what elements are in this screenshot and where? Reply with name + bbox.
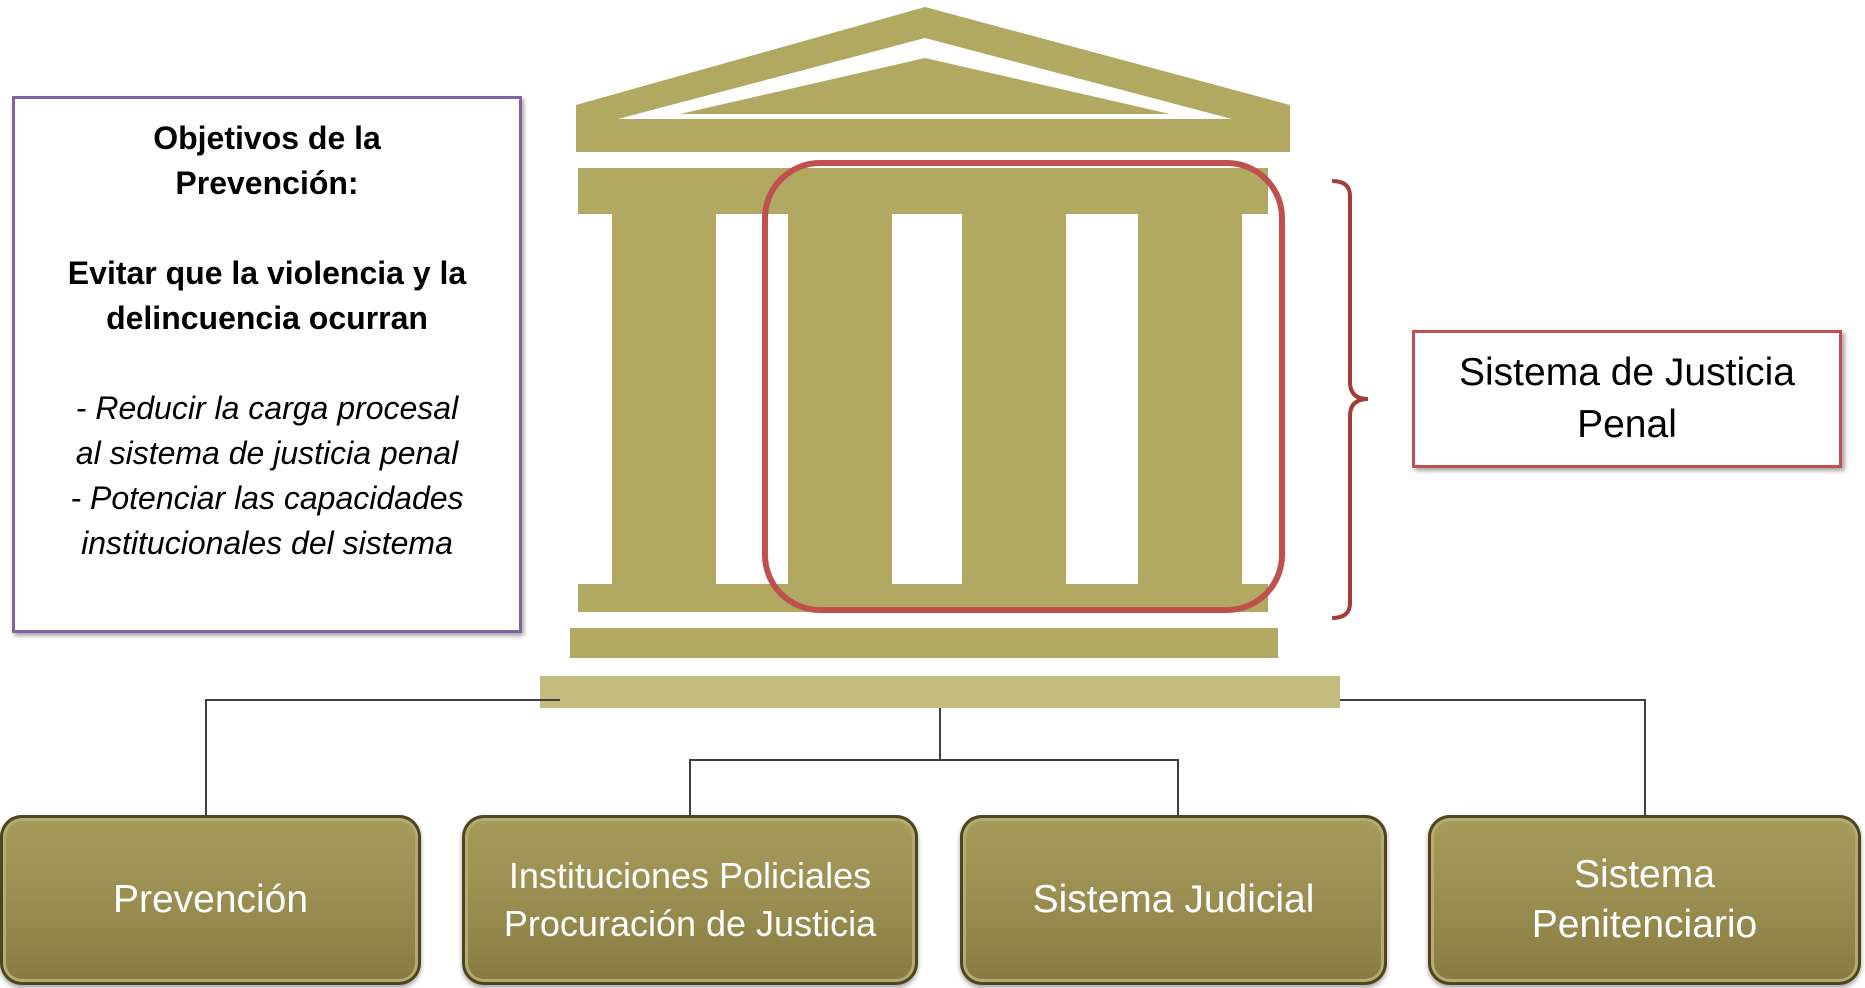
temple-columns [612, 196, 1242, 601]
objectives-item-line4: institucionales del sistema [81, 525, 453, 561]
node-penitenciario-line2: Penitenciario [1531, 903, 1758, 946]
node-instituciones-line1: Instituciones Policiales [508, 855, 872, 896]
node-instituciones-line2: Procuración de Justicia [503, 903, 877, 944]
temple-column-4 [1138, 196, 1242, 601]
objectives-title-line2: Prevención: [175, 165, 359, 201]
justice-system-label: Sistema de Justicia Penal [1412, 330, 1842, 468]
objectives-goal-line1: Evitar que la violencia y la [67, 255, 467, 291]
objectives-item-line2: al sistema de justicia penal [75, 435, 459, 471]
justice-system-highlight [762, 160, 1285, 613]
node-prevencion-label: Prevención [112, 878, 309, 921]
node-sistema-penitenciario: Sistema Penitenciario [1428, 815, 1861, 985]
temple-base-bottom [540, 676, 1340, 708]
node-sistema-judicial: Sistema Judicial [960, 815, 1387, 985]
node-prevencion: Prevención [0, 815, 421, 985]
temple-column-1 [612, 196, 716, 601]
node-instituciones-policiales: Instituciones Policiales Procuración de … [462, 815, 918, 985]
temple-column-2 [788, 196, 892, 601]
node-sistema-judicial-label: Sistema Judicial [1032, 878, 1315, 921]
justice-system-brace [1331, 179, 1369, 620]
node-penitenciario-line1: Sistema [1574, 853, 1715, 896]
temple-base-middle [570, 628, 1278, 658]
connector-penitenciario [1340, 699, 1646, 815]
justice-system-label-line1: Sistema de Justicia [1459, 351, 1795, 394]
objectives-item-line1: - Reducir la carga procesal [75, 390, 459, 426]
connector-lines [205, 699, 1646, 815]
justice-system-label-line2: Penal [1577, 403, 1677, 446]
temple-pediment-core [680, 58, 1170, 114]
prevention-objectives-box: Objetivos de la Prevención: Evitar que l… [12, 96, 522, 633]
objectives-goal-line2: delincuencia ocurran [106, 300, 428, 336]
connector-prevencion [205, 699, 560, 815]
temple-column-3 [962, 196, 1066, 601]
objectives-title-line1: Objetivos de la [153, 120, 381, 156]
objectives-item-line3: - Potenciar las capacidades [70, 480, 464, 516]
connector-middle [689, 759, 1179, 815]
